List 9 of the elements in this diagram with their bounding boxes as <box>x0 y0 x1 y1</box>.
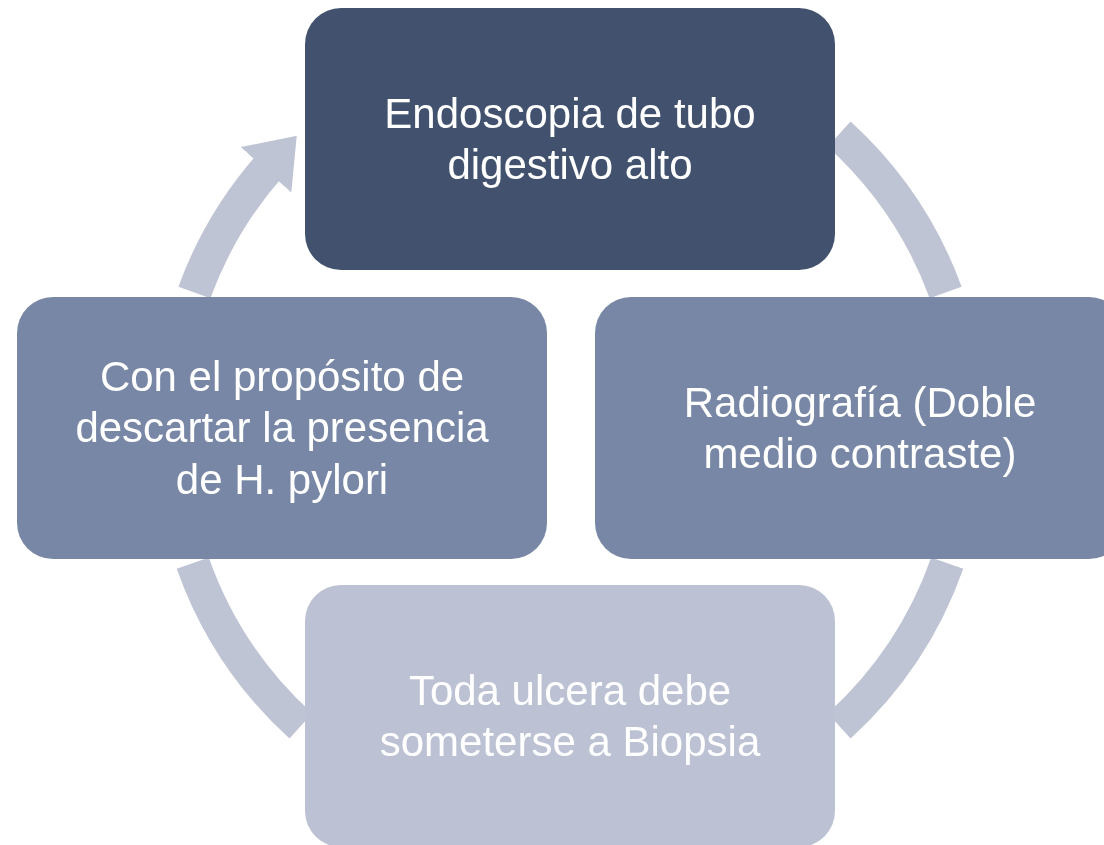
process-box <box>595 297 1104 559</box>
node-text: Endoscopia de tubo digestivo alto <box>383 88 757 190</box>
process-box <box>305 585 835 845</box>
process-box <box>17 297 547 559</box>
node-text: Radiografía (Doble medio contraste) <box>682 377 1038 479</box>
cycle-arrow <box>178 134 296 300</box>
process-box <box>305 8 835 270</box>
node-text: Toda ulcera debe someterse a Biopsia <box>378 665 762 767</box>
node-text: Con el propósito de descartar la presencia de H. pylori <box>74 352 490 505</box>
